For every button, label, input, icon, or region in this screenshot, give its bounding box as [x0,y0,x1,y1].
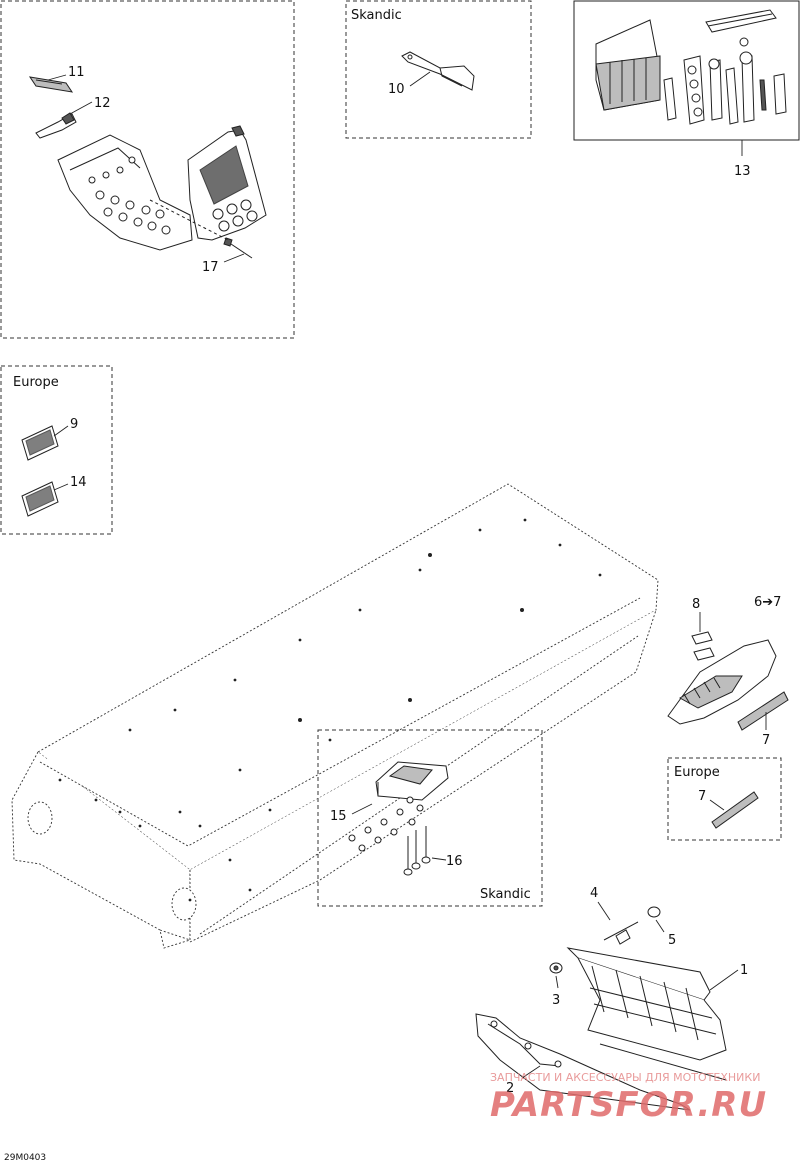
kit-box-skandic-10: Skandic 10 [345,0,532,139]
watermark-tagline: ЗАПЧАСТИ И АКСЕССУАРЫ ДЛЯ МОТОТЕХНИКИ [490,1071,760,1084]
footrest-plate [57,134,193,251]
kit-box-europe-left: Europe 9 14 [0,365,113,535]
callout-1: 1 [740,963,748,978]
part-1-flap-frame [566,947,727,1081]
part-7-reflector-europe [711,791,759,829]
part-8-bolts [691,631,715,661]
part-17-pin [223,237,253,259]
part-12-clip [35,112,77,139]
callout-7b: 7 [698,789,706,804]
part-2-snowflap [475,1013,691,1111]
tunnel-rivets [58,518,602,902]
tool-set [663,9,787,125]
rear-reflector-group: 6➔7 8 7 [667,595,789,748]
region-label-europe-right: Europe [674,765,720,780]
callout-10: 10 [388,82,405,97]
callout-5: 5 [668,933,676,948]
side-shield-mesh [187,125,267,241]
region-label-skandic-center: Skandic [480,887,531,902]
kit-box-tools-13: 13 [573,0,800,179]
callout-4: 4 [590,886,598,901]
region-label-europe-left: Europe [13,375,59,390]
watermark: ЗАПЧАСТИ И АКСЕССУАРЫ ДЛЯ МОТОТЕХНИКИ PA… [490,1071,767,1125]
callout-8: 8 [692,597,700,612]
callout-6-to-7: 6➔7 [754,595,781,610]
part-3-washer [549,962,563,974]
callout-3: 3 [552,993,560,1008]
part-10-bracket [401,51,475,91]
callout-15: 15 [330,809,347,824]
kit-box-skandic-center: Skandic 15 16 [317,729,543,907]
callout-9: 9 [70,417,78,432]
watermark-brand: PARTSFOR.RU [490,1085,767,1125]
part-14-reflector [21,481,59,517]
part-4-rivet [603,921,639,945]
tool-pouch [595,19,661,111]
callout-12: 12 [94,96,111,111]
snowflap-group: 4 5 3 1 [475,886,748,1111]
part-15-pad [348,761,449,852]
part-16-screws [403,826,431,876]
figure-code: 29M0403 [4,1153,46,1163]
rear-bumper-cap [667,639,777,725]
callout-11: 11 [68,65,85,80]
kit-box-top-left: 11 12 17 [0,0,295,339]
kit-box-europe-right: Europe 7 [667,757,782,841]
callout-17: 17 [202,260,219,275]
callout-14: 14 [70,475,87,490]
part-5-ring [647,906,661,918]
part-9-reflector [21,425,59,461]
region-label-skandic-top: Skandic [351,8,402,23]
callout-13: 13 [734,164,751,179]
callout-2: 2 [506,1081,514,1096]
tunnel-assembly [11,483,659,949]
part-11-bracket [28,76,74,93]
part-7-reflector [737,691,789,731]
callout-7a: 7 [762,733,770,748]
callout-16: 16 [446,854,463,869]
